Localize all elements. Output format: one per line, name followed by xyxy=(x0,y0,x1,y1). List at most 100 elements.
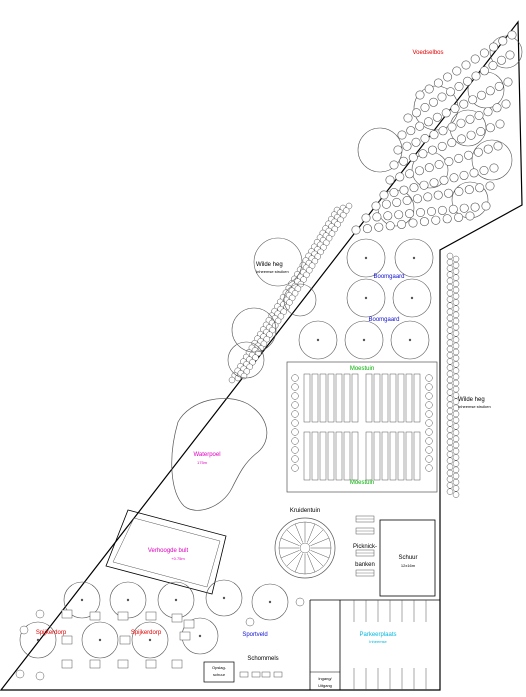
food-forest-shrub xyxy=(479,66,489,76)
food-forest-shrub xyxy=(428,97,438,107)
food-forest-shrub xyxy=(414,166,424,176)
hedge-shrub xyxy=(446,382,454,390)
hedge-shrub xyxy=(446,265,454,272)
food-forest-shrub xyxy=(470,202,480,212)
veg-bed xyxy=(303,431,311,481)
village-trunk xyxy=(222,596,226,600)
hedge-shrub xyxy=(452,435,460,443)
hedge-shrub xyxy=(446,488,454,495)
hedge-shrub xyxy=(452,491,460,498)
food-forest-shrub xyxy=(485,123,495,133)
food-forest-shrub xyxy=(498,36,508,46)
food-forest-shrub xyxy=(462,76,472,86)
food-forest-shrub xyxy=(463,150,473,160)
veg-plant xyxy=(425,419,433,427)
food-forest-shrub xyxy=(427,145,437,155)
hedge-shrub xyxy=(446,420,454,427)
food-forest-shrub xyxy=(412,194,422,204)
veg-plant xyxy=(425,383,433,391)
hedge-tree xyxy=(283,283,317,317)
food-forest-shrub xyxy=(415,121,425,131)
veg-plant xyxy=(425,428,433,436)
village-shrub xyxy=(35,609,45,619)
vegetable-garden xyxy=(286,361,438,493)
hedge-shrub xyxy=(452,336,460,343)
village-tree xyxy=(81,621,119,659)
hedge-shrub xyxy=(446,438,454,446)
hedge-shrub xyxy=(446,296,454,303)
hedge-shrub xyxy=(446,277,454,285)
hut xyxy=(61,635,73,645)
food-forest-shrub xyxy=(385,221,395,231)
food-forest-shrub xyxy=(503,77,513,87)
village-trunk xyxy=(80,598,84,602)
orchard-tree xyxy=(390,320,430,360)
food-forest-shrub xyxy=(456,134,466,144)
hedge-shrub xyxy=(446,370,454,378)
hedge-shrub xyxy=(446,258,454,266)
food-forest-shrub xyxy=(393,145,403,155)
hut xyxy=(61,659,73,669)
veg-plant xyxy=(291,446,299,454)
hedge-shrub xyxy=(452,410,460,418)
hedge-shrub xyxy=(446,320,454,328)
veg-plant xyxy=(425,455,433,463)
food-forest-shrub xyxy=(443,72,453,82)
food-forest-shrub xyxy=(447,122,457,132)
village-trunk xyxy=(126,598,130,602)
food-forest-shrub xyxy=(409,183,419,193)
food-forest-shrub xyxy=(426,207,436,217)
label-wilde-heg-right-sub: Inheemse struiken xyxy=(458,404,491,409)
hedge-shrub xyxy=(452,255,460,263)
hedge-shrub xyxy=(452,416,460,424)
herb-garden-spoke xyxy=(309,529,324,544)
hut xyxy=(145,611,157,621)
label-wilde-heg-top: Wilde heg xyxy=(256,262,283,268)
hut xyxy=(171,613,183,623)
label-parkeerplaats-sub: Inheemse xyxy=(369,639,387,644)
herb-garden-spoke xyxy=(286,552,301,567)
hedge-shrub xyxy=(252,354,259,361)
hedge-shrub xyxy=(452,478,460,486)
hedge-shrub xyxy=(446,302,454,309)
hut xyxy=(117,659,129,669)
label-boomgaard-2: Boomgaard xyxy=(368,317,400,323)
food-forest-shrub xyxy=(395,172,405,182)
site-boundary xyxy=(0,20,523,691)
label-spijkerdorp-1: Spijkerdorp xyxy=(35,630,67,636)
veg-bed xyxy=(389,373,397,423)
hedge-shrub xyxy=(446,271,454,278)
orchard-trunk xyxy=(362,338,366,342)
food-forest-shrub xyxy=(420,103,430,113)
food-forest-shrub xyxy=(424,163,434,173)
food-forest-shrub xyxy=(507,30,517,40)
food-forest-shrub xyxy=(476,90,486,100)
food-forest-shrub xyxy=(424,84,434,94)
hedge-shrub xyxy=(446,469,454,477)
hedge-shrub xyxy=(452,286,460,294)
label-waterpoel: Waterpoel xyxy=(193,452,221,458)
food-forest-shrub xyxy=(481,201,491,211)
hedge-shrub xyxy=(446,451,454,458)
hedge-shrub xyxy=(452,441,460,449)
hut xyxy=(171,659,183,669)
herb-garden-spoke xyxy=(280,550,300,559)
food-forest-shrub xyxy=(434,160,444,170)
veg-plant xyxy=(291,455,299,463)
village-tree xyxy=(19,621,57,659)
veg-bed xyxy=(397,431,405,481)
village-tree xyxy=(63,581,101,619)
swing xyxy=(251,671,261,678)
orchard-trunk xyxy=(316,338,320,342)
food-forest-shrub xyxy=(361,213,371,223)
orchard-trunk xyxy=(410,296,414,300)
food-forest-shrub xyxy=(448,204,458,214)
hedge-shrub xyxy=(452,261,460,269)
food-forest-shrub xyxy=(489,42,499,52)
hedge-shrub xyxy=(452,317,460,325)
label-voedselbos: Voedselbos xyxy=(412,50,444,56)
hedge-shrub xyxy=(328,230,336,237)
food-forest-shrub xyxy=(479,48,489,58)
food-forest-shrub xyxy=(488,60,498,70)
